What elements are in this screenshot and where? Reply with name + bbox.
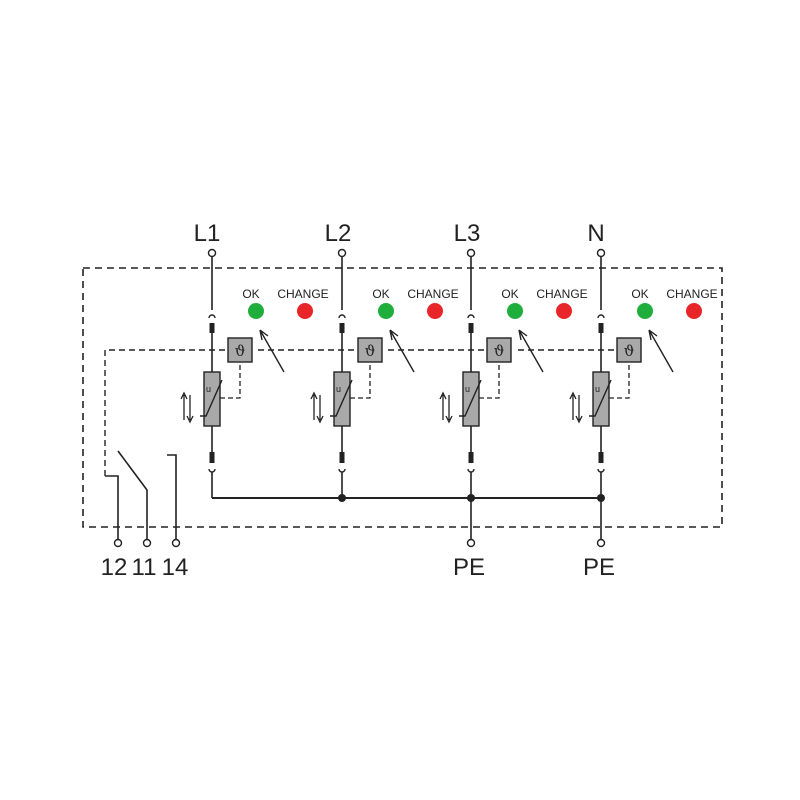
varistor	[592, 371, 610, 427]
housing-outline	[82, 267, 723, 528]
thermal-disconnector	[486, 337, 512, 363]
varistor-curve	[330, 379, 353, 417]
fuse-segment	[339, 323, 345, 333]
voltage-mark: u	[336, 384, 341, 394]
fuse-segment	[468, 452, 474, 463]
thermal-symbol: ϑ	[494, 342, 505, 360]
thermal-symbol: ϑ	[365, 342, 376, 360]
crossing-hop	[467, 468, 475, 473]
channel-4: u ϑ OK CHANGE	[569, 248, 718, 498]
channel-1: u ϑ OK CHANGE	[180, 248, 329, 498]
terminal-11	[142, 538, 152, 548]
varistor-curve	[459, 379, 482, 417]
thermal-disconnector	[227, 337, 253, 363]
terminal-top	[207, 248, 217, 258]
crossing-hop	[208, 468, 216, 473]
voltage-mark: u	[206, 384, 211, 394]
surge-down-arrow-icon	[575, 395, 583, 424]
label-l3: L3	[454, 220, 481, 247]
fuse-segment	[209, 323, 215, 333]
ok-label: OK	[631, 287, 648, 301]
surge-down-arrow-icon	[316, 395, 324, 424]
crossing-hop	[597, 468, 605, 473]
junction-dot	[338, 494, 346, 502]
fuse-segment	[209, 452, 215, 463]
ok-led	[637, 303, 653, 319]
label-pe-a: PE	[453, 554, 485, 581]
signal-link-dashed	[104, 349, 614, 476]
change-led	[556, 303, 572, 319]
varistor	[203, 371, 221, 427]
terminal-12	[113, 538, 123, 548]
ok-label: OK	[501, 287, 518, 301]
surge-up-arrow-icon	[439, 391, 447, 420]
change-label: CHANGE	[407, 287, 458, 301]
surge-down-arrow-icon	[445, 395, 453, 424]
terminal-top	[337, 248, 347, 258]
varistor	[333, 371, 351, 427]
crossing-hop	[597, 314, 605, 319]
contact-14-lead	[167, 454, 177, 540]
contact-11-switch	[117, 450, 148, 540]
label-14: 14	[162, 554, 189, 581]
thermal-link-dashed	[220, 362, 241, 399]
indicator-arrow-icon	[518, 329, 544, 373]
surge-up-arrow-icon	[310, 391, 318, 420]
indicator-arrow-icon	[389, 329, 415, 373]
label-12: 12	[101, 554, 128, 581]
thermal-link-dashed	[479, 362, 500, 399]
indicator-arrow-icon	[648, 329, 674, 373]
ok-label: OK	[242, 287, 259, 301]
channel-3: u ϑ OK CHANGE	[439, 248, 588, 498]
contact-12-lead	[105, 475, 119, 540]
thermal-disconnector	[616, 337, 642, 363]
fuse-segment	[598, 452, 604, 463]
label-n: N	[587, 220, 604, 247]
crossing-hop	[338, 314, 346, 319]
channel-2: u ϑ OK CHANGE	[310, 248, 459, 498]
change-led	[297, 303, 313, 319]
change-led	[686, 303, 702, 319]
change-label: CHANGE	[277, 287, 328, 301]
thermal-symbol: ϑ	[624, 342, 635, 360]
surge-down-arrow-icon	[186, 395, 194, 424]
ok-led	[248, 303, 264, 319]
change-label: CHANGE	[666, 287, 717, 301]
surge-up-arrow-icon	[569, 391, 577, 420]
fuse-segment	[468, 323, 474, 333]
terminal-top	[466, 248, 476, 258]
voltage-mark: u	[465, 384, 470, 394]
change-led	[427, 303, 443, 319]
ok-led	[378, 303, 394, 319]
crossing-hop	[338, 468, 346, 473]
channels-layer: u ϑ OK CHANGE u ϑ OK CHANGE u ϑ OK CHANGE u ϑ OK CHANGE	[180, 248, 718, 498]
terminal-top	[596, 248, 606, 258]
terminal-pe-b	[596, 538, 606, 548]
change-label: CHANGE	[536, 287, 587, 301]
ok-label: OK	[372, 287, 389, 301]
thermal-link-dashed	[350, 362, 371, 399]
label-pe-b: PE	[583, 554, 615, 581]
fuse-segment	[339, 452, 345, 463]
thermal-symbol: ϑ	[235, 342, 246, 360]
thermal-disconnector	[357, 337, 383, 363]
terminal-14	[171, 538, 181, 548]
label-11: 11	[132, 554, 157, 581]
ok-led	[507, 303, 523, 319]
thermal-link-dashed	[609, 362, 630, 399]
varistor	[462, 371, 480, 427]
varistor-curve	[200, 379, 223, 417]
crossing-hop	[467, 314, 475, 319]
varistor-curve	[589, 379, 612, 417]
label-l2: L2	[325, 220, 352, 247]
fuse-segment	[598, 323, 604, 333]
crossing-hop	[208, 314, 216, 319]
label-l1: L1	[194, 220, 221, 247]
terminal-pe-a	[466, 538, 476, 548]
indicator-arrow-icon	[259, 329, 285, 373]
surge-up-arrow-icon	[180, 391, 188, 420]
voltage-mark: u	[595, 384, 600, 394]
